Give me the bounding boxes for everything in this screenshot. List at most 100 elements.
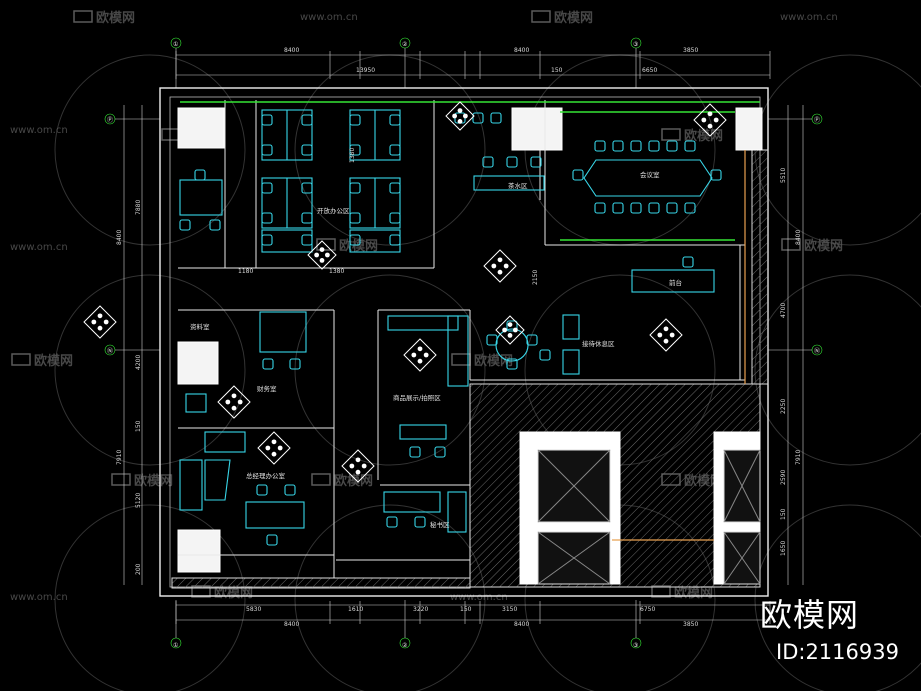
watermark-brand-text: 欧模网 — [214, 585, 253, 601]
watermark-logo-icon — [451, 353, 471, 366]
room-tea: 茶水区 — [508, 181, 528, 190]
dim-top-1c: 3850 — [683, 47, 698, 54]
desk — [631, 269, 715, 293]
light-fixture-icon — [403, 338, 437, 372]
dim-right-5: 2590 — [780, 470, 787, 485]
dim-inner-1: 1180 — [238, 268, 253, 275]
dim-top-2b: 150 — [551, 67, 563, 74]
chair-icon — [262, 358, 274, 370]
dim-bot-2c: 3850 — [683, 621, 698, 628]
lamp-dot — [411, 352, 417, 358]
diamond-outline — [307, 240, 337, 270]
lamp-dot — [91, 319, 97, 325]
watermark-logo-icon — [11, 353, 31, 366]
dim-bot-2a: 8400 — [284, 621, 299, 628]
desk — [204, 431, 246, 453]
watermark-ring — [54, 504, 246, 691]
dim-bot-1a: 5830 — [246, 606, 261, 613]
watermark-logo-icon — [531, 10, 551, 23]
chair-icon — [349, 144, 361, 156]
lamp-dot — [512, 327, 518, 333]
furniture-layer — [179, 109, 722, 546]
watermark-url-text: www.om.cn — [450, 592, 508, 603]
dim-right-7: 1650 — [780, 541, 787, 556]
room-gm-office: 总经理办公室 — [246, 471, 286, 480]
watermark-layer: 欧模网欧模网欧模网欧模网欧模网欧模网欧模网欧模网欧模网欧模网欧模网欧模网欧模网w… — [10, 10, 921, 691]
dim-left-5: 7910 — [116, 450, 123, 465]
desk — [562, 314, 580, 340]
watermark-logo-icon — [73, 10, 93, 23]
brand-watermark: 欧模网 — [760, 596, 860, 634]
chair-icon — [349, 114, 361, 126]
structural-column — [511, 107, 563, 151]
chair-icon — [194, 169, 206, 181]
lamp-dot — [713, 117, 719, 123]
chair-icon — [648, 140, 660, 152]
watermark-url-text: www.om.cn — [780, 12, 838, 23]
watermark-brand-text: 欧模网 — [134, 473, 173, 489]
lamp-dot — [507, 332, 513, 338]
lamp-dot — [462, 113, 468, 119]
dim-bot-1b: 1610 — [348, 606, 363, 613]
watermark-url-text: www.om.cn — [300, 12, 358, 23]
diamond-outline — [341, 449, 375, 483]
dim-right-8: 150 — [780, 508, 787, 520]
lamp-dot — [319, 247, 325, 253]
wall-layer — [159, 87, 769, 597]
axis-right-n: Ⓝ — [814, 347, 820, 355]
chair-icon — [349, 234, 361, 246]
structural-column — [177, 341, 219, 385]
structural-column — [735, 107, 763, 151]
chair-icon — [684, 202, 696, 214]
lamp-dot — [97, 325, 103, 331]
lamp-dot — [417, 346, 423, 352]
lamp-dot — [361, 463, 367, 469]
lamp-dot — [355, 457, 361, 463]
desk — [259, 311, 307, 353]
chair-icon — [710, 169, 722, 181]
dim-bot-2b: 8400 — [514, 621, 529, 628]
light-fixture-icon — [217, 385, 251, 419]
chair-icon — [386, 516, 398, 528]
light-fixture-icon — [83, 305, 117, 339]
axis-left-n: Ⓝ — [107, 347, 113, 355]
dim-inner-3: 1380 — [349, 148, 356, 163]
watermark-brand-text: 欧模网 — [339, 238, 378, 254]
axis-bottom-2: ② — [402, 642, 408, 649]
desk — [447, 491, 467, 533]
chair-icon — [666, 202, 678, 214]
lamp-dot — [277, 445, 283, 451]
axis-left-p: Ⓟ — [107, 116, 113, 124]
diamond-outline — [495, 315, 525, 345]
dim-right-2: 8400 — [795, 230, 802, 245]
watermark-logo-icon — [781, 238, 801, 251]
dim-bot-1e: 3150 — [502, 606, 517, 613]
chair-icon — [612, 140, 624, 152]
side-hatched-area — [751, 149, 769, 385]
dim-top-1a: 8400 — [284, 47, 299, 54]
dim-inner-2: 1380 — [329, 268, 344, 275]
lamp-dot — [97, 313, 103, 319]
dim-right-1: 5510 — [780, 168, 787, 183]
chair-icon — [349, 212, 361, 224]
chair-icon — [301, 182, 313, 194]
axis-right-p: Ⓟ — [814, 116, 820, 124]
lamp-dot — [669, 332, 675, 338]
dim-left-4: 150 — [135, 420, 142, 432]
annotation-layer — [83, 101, 727, 483]
lamp-dot — [701, 117, 707, 123]
axis-bottom-1: ① — [173, 642, 178, 649]
lamp-dot — [707, 123, 713, 129]
axis-top-1: ① — [173, 41, 178, 48]
dim-bot-1f: 6750 — [640, 606, 655, 613]
watermark-ring — [294, 504, 486, 691]
dim-top-2a: 13950 — [356, 67, 375, 74]
shaft-cross — [537, 449, 611, 523]
chair-icon — [389, 114, 401, 126]
desk — [185, 393, 207, 413]
lamp-dot — [707, 111, 713, 117]
watermark-logo-icon — [111, 473, 131, 486]
chair-icon — [301, 114, 313, 126]
lamp-dot — [491, 263, 497, 269]
chair-icon — [389, 234, 401, 246]
